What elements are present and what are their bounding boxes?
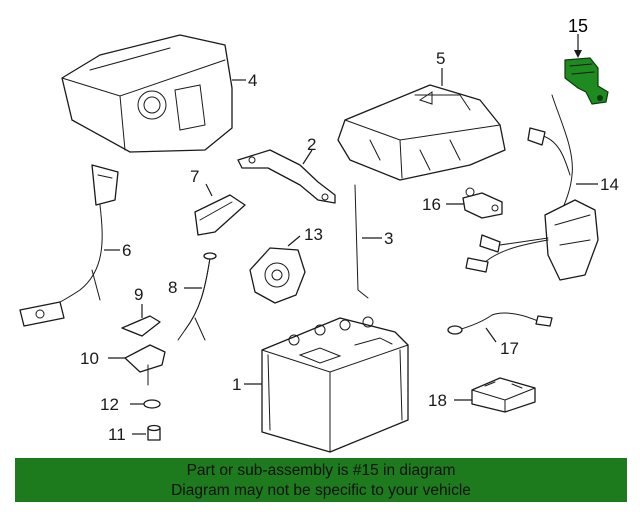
callout-7[interactable]: 7 (190, 167, 199, 186)
banner-line-part-number: Part or sub-assembly is #15 in diagram (186, 462, 456, 479)
part-13-sensor[interactable] (249, 247, 306, 304)
callout-16[interactable]: 16 (422, 195, 441, 214)
callout-17[interactable]: 17 (500, 339, 519, 358)
callout-9[interactable]: 9 (134, 285, 143, 304)
part-15-highlighted-terminal[interactable] (564, 57, 609, 105)
callout-4[interactable]: 4 (248, 71, 257, 90)
callout-1[interactable]: 1 (232, 375, 241, 394)
part-1-battery[interactable] (261, 316, 409, 453)
part-14-positive-cable[interactable] (465, 94, 599, 281)
part-2-hold-down-bracket[interactable] (237, 149, 336, 204)
callout-11[interactable]: 11 (108, 425, 126, 444)
part-7-terminal-cover[interactable] (194, 194, 246, 236)
callout-14[interactable]: 14 (600, 175, 619, 194)
part-12-washer[interactable] (143, 399, 161, 409)
part-10-bracket[interactable] (124, 344, 166, 386)
part-4-battery-cover[interactable] (61, 34, 233, 153)
part-5-battery-tray[interactable] (337, 84, 506, 181)
part-6-negative-cable[interactable] (19, 164, 119, 327)
exploded-parts-diagram: 4 5 2 6 7 8 (19, 16, 619, 453)
part-8-vent-tube[interactable] (177, 252, 217, 341)
callout-2[interactable]: 2 (307, 135, 316, 154)
part-16-terminal[interactable] (462, 187, 503, 219)
banner-line-disclaimer: Diagram may not be specific to your vehi… (171, 482, 471, 499)
part-9-clamp[interactable] (121, 315, 161, 337)
part-11-bolt[interactable] (147, 424, 161, 441)
callout-18[interactable]: 18 (428, 391, 447, 410)
part-18-fuse-block[interactable] (471, 377, 536, 413)
part-17-ground-cable[interactable] (447, 312, 553, 335)
callout-6[interactable]: 6 (122, 241, 131, 260)
callout-13[interactable]: 13 (304, 225, 323, 244)
part-3-hold-down-rod[interactable] (354, 184, 369, 299)
callout-10[interactable]: 10 (80, 349, 99, 368)
callout-8[interactable]: 8 (168, 278, 177, 297)
callout-3[interactable]: 3 (384, 229, 393, 248)
callout-12[interactable]: 12 (100, 395, 119, 414)
info-banner: Part or sub-assembly is #15 in diagram D… (15, 458, 627, 502)
callout-15[interactable]: 15 (568, 16, 588, 36)
callout-5[interactable]: 5 (436, 49, 445, 68)
